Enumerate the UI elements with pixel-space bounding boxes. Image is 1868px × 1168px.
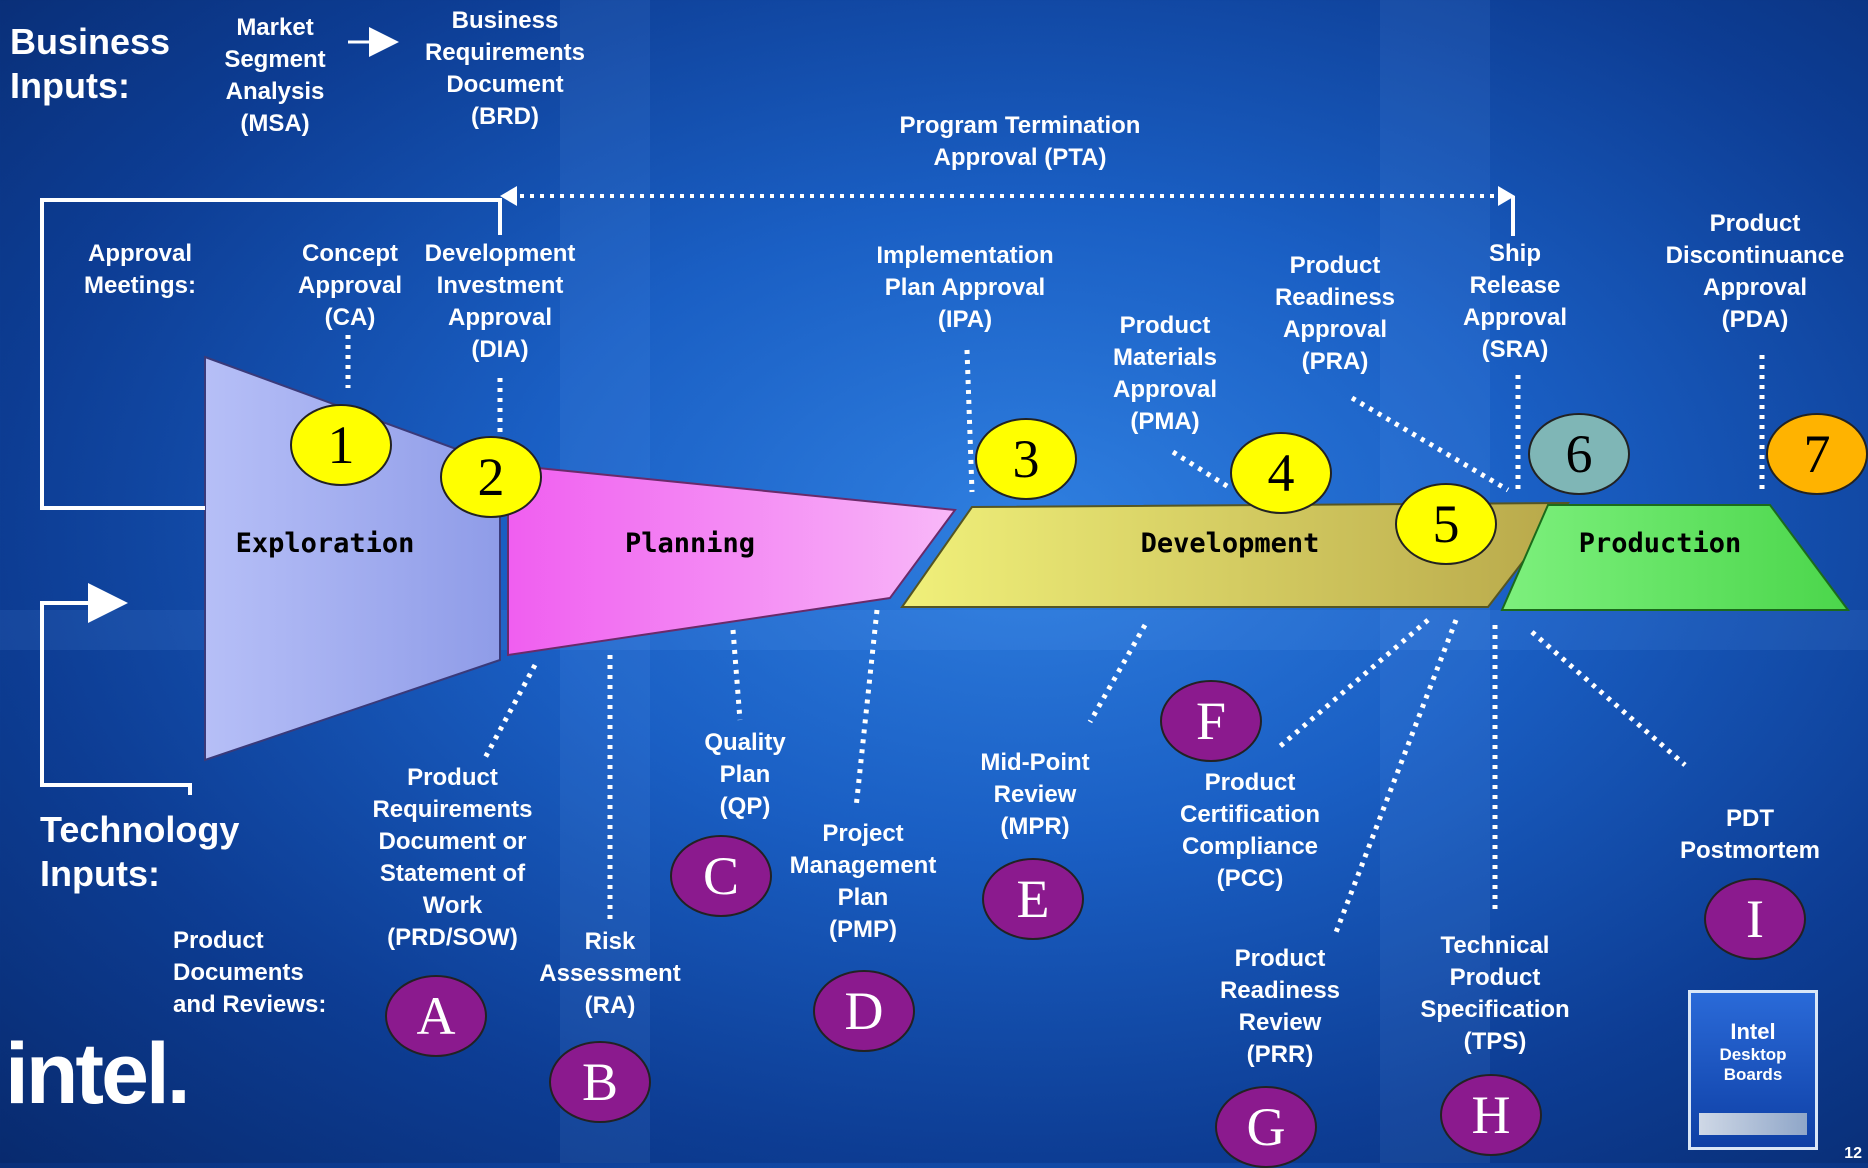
ra-label: Risk Assessment (RA) [539,928,681,1019]
technology-inputs-heading: Technology Inputs: [40,809,240,894]
input-node-b: B [549,1041,651,1123]
approval-node-2: 2 [440,436,542,518]
technology-connectors [482,609,1687,936]
dia-label: Development Investment Approval (DIA) [424,240,576,363]
brd-label: Business Requirements Document (BRD) [424,7,586,130]
msa-label: Market Segment Analysis (MSA) [224,14,326,137]
pma-label: Product Materials Approval (PMA) [1112,312,1218,435]
phase-label-planning: Planning [624,528,756,559]
page-number: 12 [1844,1145,1862,1162]
approval-node-7: 7 [1766,413,1868,495]
input-node-a: A [385,975,487,1057]
badge-product: Desktop Boards [1719,1045,1787,1084]
input-node-c: C [670,835,772,917]
product-docs-heading: Product Documents and Reviews: [173,927,327,1018]
phase-shape-planning [507,463,957,657]
phase-label-exploration: Exploration [235,528,415,559]
sra-label: Ship Release Approval (SRA) [1462,240,1567,363]
approval-node-3: 3 [975,418,1077,500]
input-node-i: I [1704,878,1806,960]
input-node-h: H [1440,1074,1542,1156]
input-node-e: E [982,858,1084,940]
pra-label: Product Readiness Approval (PRA) [1274,252,1396,375]
prd-label: Product Requirements Document or Stateme… [372,764,533,951]
phase-label-production: Production [1578,528,1742,559]
approval-node-6: 6 [1528,413,1630,495]
phase-shape-exploration [204,355,501,762]
pta-label: Program Termination Approval (PTA) [899,112,1141,171]
intel-logo: intel. [5,1026,191,1122]
approval-meetings-heading: Approval Meetings: [83,240,196,299]
pta-arrowhead-left [500,186,517,206]
badge-stripe [1699,1113,1807,1135]
tps-label: Technical Product Specification (TPS) [1420,932,1570,1055]
input-node-g: G [1215,1086,1317,1168]
input-node-f: F [1160,680,1262,762]
intel-desktop-boards-badge: Intel Desktop Boards [1688,990,1818,1150]
business-bracket-line [40,198,502,510]
approval-connectors [345,335,1765,495]
mpr-label: Mid-Point Review (MPR) [980,749,1090,840]
qp-label: Quality Plan (QP) [704,729,786,820]
phase-label-development: Development [1140,528,1320,559]
prr-label: Product Readiness Review (PRR) [1219,945,1341,1068]
technology-bracket-line [40,583,192,795]
pdt-label: PDT Postmortem [1679,805,1821,864]
business-inputs-heading: Business Inputs: [10,21,171,106]
badge-brand: Intel [1730,1019,1776,1044]
approval-node-4: 4 [1230,432,1332,514]
pmp-label: Project Management Plan (PMP) [789,820,937,943]
approval-node-1: 1 [290,404,392,486]
pcc-label: Product Certification Compliance (PCC) [1179,769,1320,892]
approval-node-5: 5 [1395,483,1497,565]
pda-label: Product Discontinuance Approval (PDA) [1665,210,1845,333]
ipa-label: Implementation Plan Approval (IPA) [876,242,1054,333]
input-node-d: D [813,970,915,1052]
phase-shape-production [1500,504,1850,611]
ca-label: Concept Approval (CA) [297,240,402,331]
pta-arrowhead-right [1498,186,1515,206]
